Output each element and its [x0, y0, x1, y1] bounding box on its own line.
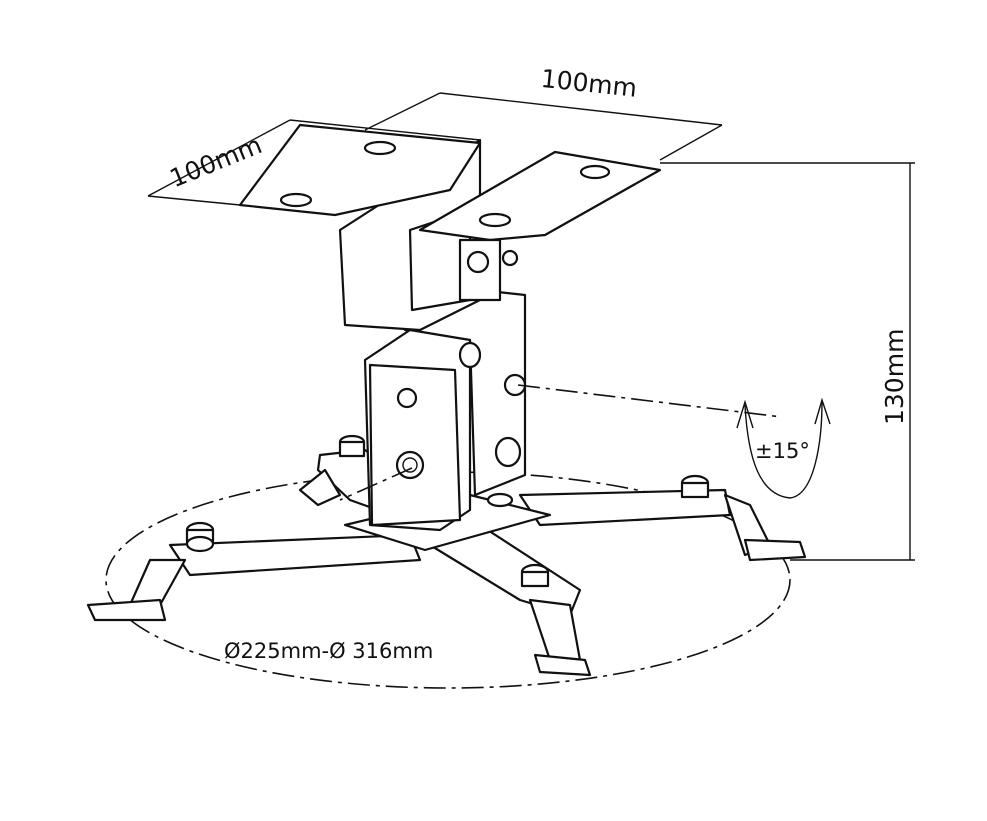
- base-legs: [86, 448, 807, 677]
- tilt-label: ±15°: [755, 439, 810, 463]
- diameter-range-label: Ø225mm-Ø 316mm: [224, 639, 433, 663]
- top-brackets: [238, 123, 662, 332]
- height-label: 130mm: [880, 329, 909, 425]
- top-width-label: 100mm: [539, 64, 638, 103]
- base-bolts: [185, 434, 710, 588]
- tilt-indicator: [339, 384, 831, 501]
- dimension-lines: [147, 92, 915, 561]
- top-depth-label: 100mm: [166, 130, 266, 193]
